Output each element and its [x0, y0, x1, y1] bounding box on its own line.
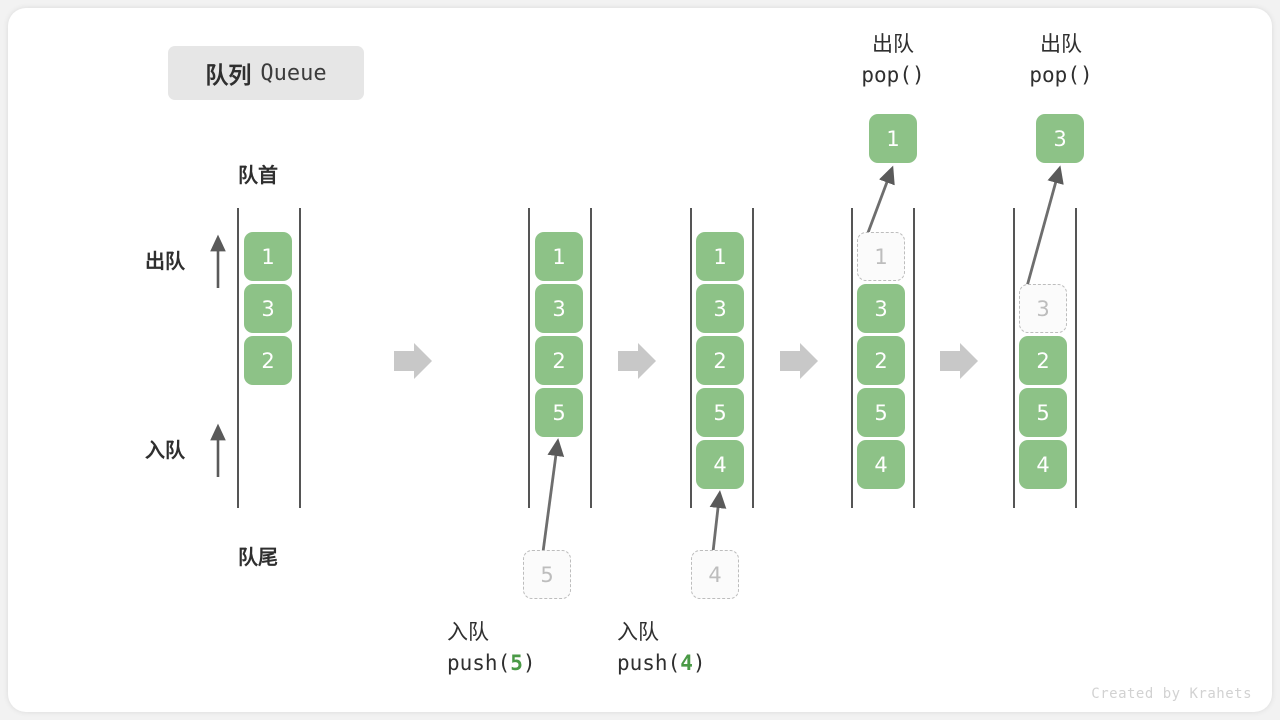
queue-item-removed-ghost: 1 — [857, 232, 905, 281]
pop-1-popped-box: 1 — [869, 114, 917, 163]
queue-item: 5 — [857, 388, 905, 437]
pop-3-label-cn: 出队 — [1040, 33, 1082, 56]
push-5-label-cn: 入队 — [447, 621, 489, 644]
queue-item: 1 — [244, 232, 292, 281]
push-4-code-value: 4 — [680, 651, 693, 675]
pop-1-label: 出队 pop() — [793, 30, 993, 90]
push-4-label-cn: 入队 — [617, 621, 659, 644]
pop-1-label-cn: 出队 — [872, 33, 914, 56]
rail-right — [590, 208, 592, 508]
rail-right — [299, 208, 301, 508]
pop-1-arrow — [864, 165, 895, 239]
queue-item: 4 — [1019, 440, 1067, 489]
push-5-floating-box: 5 — [523, 550, 571, 599]
push-4-label-code: push(4) — [617, 648, 817, 678]
push-4-code-prefix: push( — [617, 651, 681, 675]
push-5-label: 入队 push(5) — [447, 618, 647, 678]
dequeue-direction-label: 出队 — [145, 251, 185, 273]
pop-3-popped-box: 3 — [1036, 114, 1084, 163]
push-4-floating-box: 4 — [691, 550, 739, 599]
rail-left — [851, 208, 853, 508]
rail-right — [1075, 208, 1077, 508]
rail-left — [690, 208, 692, 508]
push-5-label-code: push(5) — [447, 648, 647, 678]
queue-item: 4 — [857, 440, 905, 489]
queue-item-removed-ghost: 3 — [1019, 284, 1067, 333]
queue-item: 3 — [857, 284, 905, 333]
queue-item: 2 — [696, 336, 744, 385]
push-5-arrow — [541, 438, 565, 553]
title-chinese: 队列 — [205, 62, 252, 88]
rail-right — [752, 208, 754, 508]
step-arrow-4 — [940, 343, 978, 379]
enqueue-direction-label: 入队 — [145, 440, 185, 462]
queue-item: 2 — [535, 336, 583, 385]
push-4-label: 入队 push(4) — [617, 618, 817, 678]
step-arrow-1 — [394, 343, 432, 379]
rail-left — [528, 208, 530, 508]
rail-left — [1013, 208, 1015, 508]
queue-item: 5 — [1019, 388, 1067, 437]
queue-item: 1 — [696, 232, 744, 281]
queue-item: 2 — [857, 336, 905, 385]
step-arrow-3 — [780, 343, 818, 379]
push-4-code-suffix: ) — [692, 651, 706, 675]
queue-head-label: 队首 — [238, 165, 278, 187]
push-5-code-prefix: push( — [447, 651, 511, 675]
pop-3-label-code: pop() — [1029, 63, 1093, 87]
queue-item-new: 4 — [696, 440, 744, 489]
push-5-code-value: 5 — [510, 651, 523, 675]
step-arrow-2 — [618, 343, 656, 379]
queue-item: 1 — [535, 232, 583, 281]
push-4-arrow — [709, 490, 727, 553]
rail-right — [913, 208, 915, 508]
pop-3-arrow — [1024, 165, 1064, 291]
queue-item: 3 — [696, 284, 744, 333]
rail-left — [237, 208, 239, 508]
queue-item: 3 — [244, 284, 292, 333]
queue-item: 3 — [535, 284, 583, 333]
queue-item: 2 — [244, 336, 292, 385]
queue-item: 5 — [696, 388, 744, 437]
push-5-code-suffix: ) — [522, 651, 536, 675]
queue-tail-label: 队尾 — [238, 547, 278, 569]
diagram-title-pill: 队列 Queue — [168, 46, 364, 100]
credit-text: Created by Krahets — [1091, 686, 1252, 702]
queue-item-new: 5 — [535, 388, 583, 437]
pop-1-label-code: pop() — [861, 63, 925, 87]
title-english: Queue — [260, 60, 327, 86]
pop-3-label: 出队 pop() — [961, 30, 1161, 90]
queue-item: 2 — [1019, 336, 1067, 385]
